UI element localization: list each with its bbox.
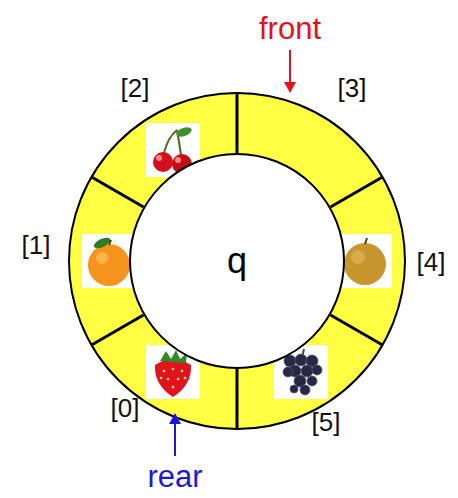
slot-index: [4]: [417, 249, 446, 275]
slot-index: [0]: [111, 395, 140, 421]
ring-outline: [69, 93, 405, 429]
slot-index: [1]: [22, 232, 51, 258]
rear-pointer: [169, 413, 181, 456]
front-pointer: [284, 50, 296, 93]
orange-icon: [82, 234, 136, 288]
pear-icon: [338, 234, 392, 288]
slot-index: [5]: [312, 409, 341, 435]
slot-index: [2]: [121, 75, 150, 101]
front-label: front: [259, 13, 321, 44]
queue-name: q: [227, 243, 247, 279]
slot-dividers: [92, 93, 383, 429]
slot-index: [3]: [338, 75, 367, 101]
queue-name-circle: q: [129, 153, 345, 369]
rear-label: rear: [147, 461, 202, 492]
